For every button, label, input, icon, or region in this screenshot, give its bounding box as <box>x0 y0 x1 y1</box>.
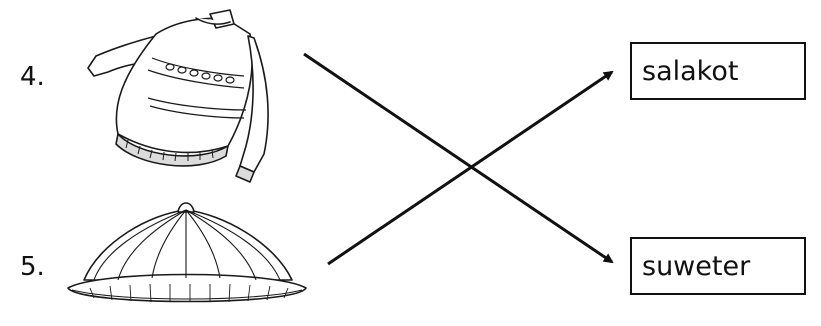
word-suweter: suweter <box>642 253 750 280</box>
word-box-suweter: suweter <box>630 237 806 295</box>
arrow-sweater-to-suweter <box>304 54 612 262</box>
word-salakot: salakot <box>642 58 738 85</box>
arrow-hat-to-salakot <box>328 72 612 264</box>
word-box-salakot: salakot <box>630 42 806 100</box>
